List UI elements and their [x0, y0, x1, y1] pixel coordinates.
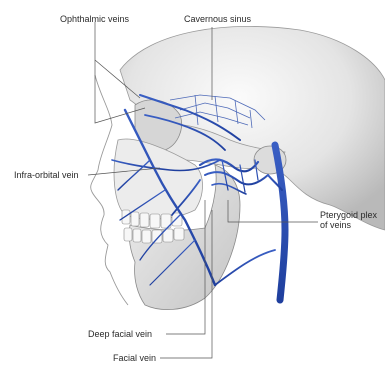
label-infra-orbital-vein: Infra-orbital vein	[14, 170, 79, 180]
label-pterygoid-line2: of veins	[320, 220, 377, 230]
label-facial-vein: Facial vein	[113, 353, 156, 363]
label-ophthalmic-veins: Ophthalmic veins	[60, 14, 129, 24]
label-pterygoid-line1: Pterygoid plex	[320, 210, 377, 220]
label-pterygoid-plexus: Pterygoid plex of veins	[320, 210, 377, 230]
label-deep-facial-vein: Deep facial vein	[88, 329, 152, 339]
label-cavernous-sinus: Cavernous sinus	[184, 14, 251, 24]
